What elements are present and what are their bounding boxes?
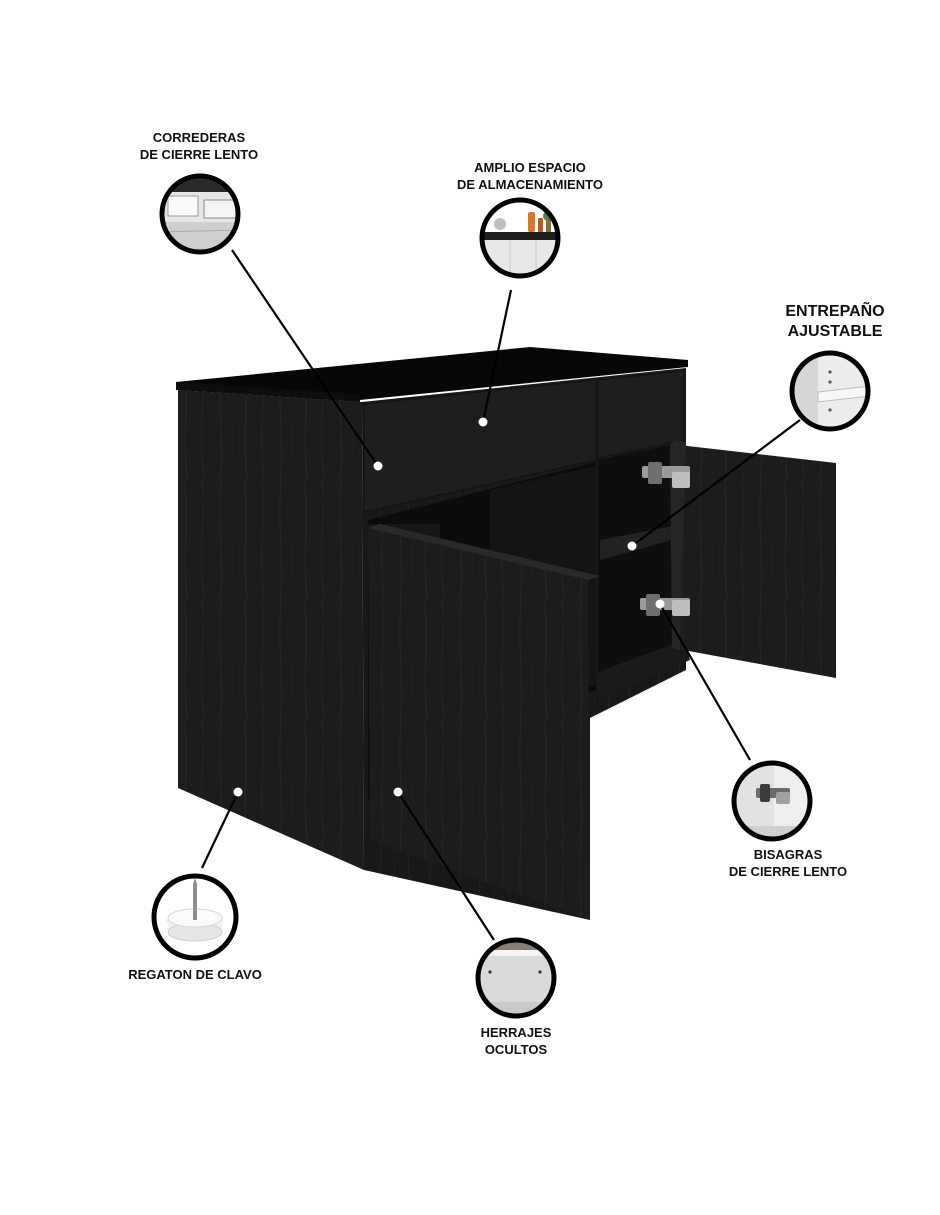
- anchor-dot-correderas: [373, 461, 383, 471]
- label-line: DE CIERRE LENTO: [139, 147, 259, 162]
- leader-bisagras: [659, 603, 751, 761]
- label-almacenamiento: AMPLIO ESPACIO DE ALMACENAMIENTO: [430, 159, 630, 193]
- leader-lines: [201, 249, 801, 941]
- adjustable-shelf-icon: [789, 350, 871, 432]
- label-line: ENTREPAÑO: [785, 303, 885, 320]
- right-door-edge: [670, 440, 686, 650]
- label-line: DE ALMACENAMIENTO: [457, 177, 603, 192]
- nail-glide-foot-icon: [151, 873, 239, 961]
- hinge-lower-icon: [640, 594, 690, 616]
- label-correderas: CORREDERAS DE CIERRE LENTO: [120, 129, 278, 163]
- drawer-front-right: [597, 370, 685, 459]
- label-regaton: REGATON DE CLAVO: [100, 966, 290, 983]
- anchor-dot-herrajes: [393, 787, 403, 797]
- leader-anchor-dots: [233, 417, 665, 797]
- label-bisagras: BISAGRAS DE CIERRE LENTO: [710, 846, 866, 880]
- callout-herrajes: [475, 937, 557, 1019]
- callout-bisagras: [731, 760, 813, 842]
- cabinet: [176, 347, 836, 920]
- label-line: REGATON DE CLAVO: [128, 967, 262, 982]
- label-line: HERRAJES: [480, 1025, 552, 1040]
- anchor-dot-bisagras: [655, 599, 665, 609]
- label-line: BISAGRAS: [753, 847, 823, 862]
- drawer-front-left: [363, 379, 597, 513]
- anchor-dot-regaton: [233, 787, 243, 797]
- countertop-front-edge: [176, 382, 360, 402]
- leader-regaton: [201, 791, 239, 869]
- label-herrajes: HERRAJES OCULTOS: [446, 1024, 586, 1058]
- label-line: CORREDERAS: [152, 130, 246, 145]
- leader-correderas: [231, 249, 379, 467]
- right-door-open: [670, 444, 836, 678]
- leader-entrepano: [631, 419, 801, 547]
- callout-correderas: [159, 173, 241, 255]
- label-entrepano: ENTREPAÑO AJUSTABLE: [755, 302, 915, 342]
- label-line: AJUSTABLE: [787, 323, 883, 340]
- hinge-upper-icon: [642, 462, 690, 488]
- anchor-dot-entrepano: [627, 541, 637, 551]
- slow-close-slides-icon: [159, 173, 241, 255]
- countertop: [176, 347, 688, 400]
- left-door-open: [368, 528, 590, 920]
- callout-entrepano: [789, 350, 871, 432]
- label-line: DE CIERRE LENTO: [728, 864, 848, 879]
- label-line: OCULTOS: [484, 1042, 548, 1057]
- cabinet-bottom-shelf: [598, 640, 690, 700]
- callout-regaton: [151, 873, 239, 961]
- left-door-edge: [368, 524, 600, 580]
- hidden-hardware-icon: [475, 937, 557, 1019]
- leader-almacenamiento: [481, 289, 513, 423]
- cabinet-left-side: [178, 390, 364, 870]
- right-compartment-interior: [598, 442, 684, 690]
- anchor-dot-almacenamiento: [478, 417, 488, 427]
- storage-space-icon: [479, 197, 561, 279]
- callout-almacenamiento: [479, 197, 561, 279]
- label-line: AMPLIO ESPACIO: [474, 160, 586, 175]
- leader-herrajes: [397, 791, 495, 941]
- slow-close-hinge-icon: [731, 760, 813, 842]
